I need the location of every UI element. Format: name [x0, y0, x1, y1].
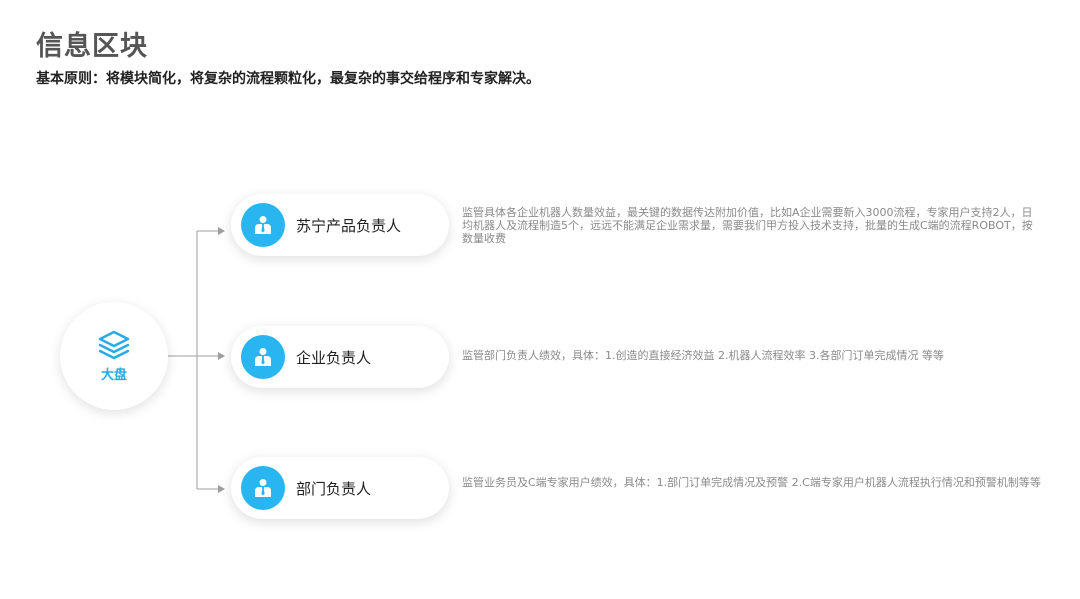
person-tie-icon	[255, 479, 271, 497]
person-tie-icon	[255, 348, 271, 366]
page-title: 信息区块	[36, 31, 148, 62]
layers-icon	[98, 330, 130, 359]
role-node-enterprise-lead: 企业负责人	[231, 326, 449, 388]
role-description: 监管业务员及C端专家用户绩效，具体：1.部门订单完成情况及预警 2.C端专家用户…	[462, 476, 1041, 489]
role-description: 监管具体各企业机器人数量效益，最关键的数据传达附加价值，比如A企业需要新入300…	[462, 206, 1033, 245]
role-name: 企业负责人	[296, 348, 372, 367]
role-name: 部门负责人	[296, 479, 372, 498]
root-node-dapan: 大盘	[60, 302, 168, 410]
person-tie-icon	[255, 216, 271, 234]
root-label: 大盘	[100, 367, 127, 383]
role-name: 苏宁产品负责人	[296, 216, 402, 235]
page-subtitle: 基本原则：将模块简化，将复杂的流程颗粒化，最复杂的事交给程序和专家解决。	[36, 71, 540, 87]
role-node-department-lead: 部门负责人	[231, 457, 449, 519]
role-description: 监管部门负责人绩效，具体：1.创造的直接经济效益 2.机器人流程效率 3.各部门…	[462, 349, 944, 362]
role-node-suning-product-lead: 苏宁产品负责人	[231, 194, 449, 256]
